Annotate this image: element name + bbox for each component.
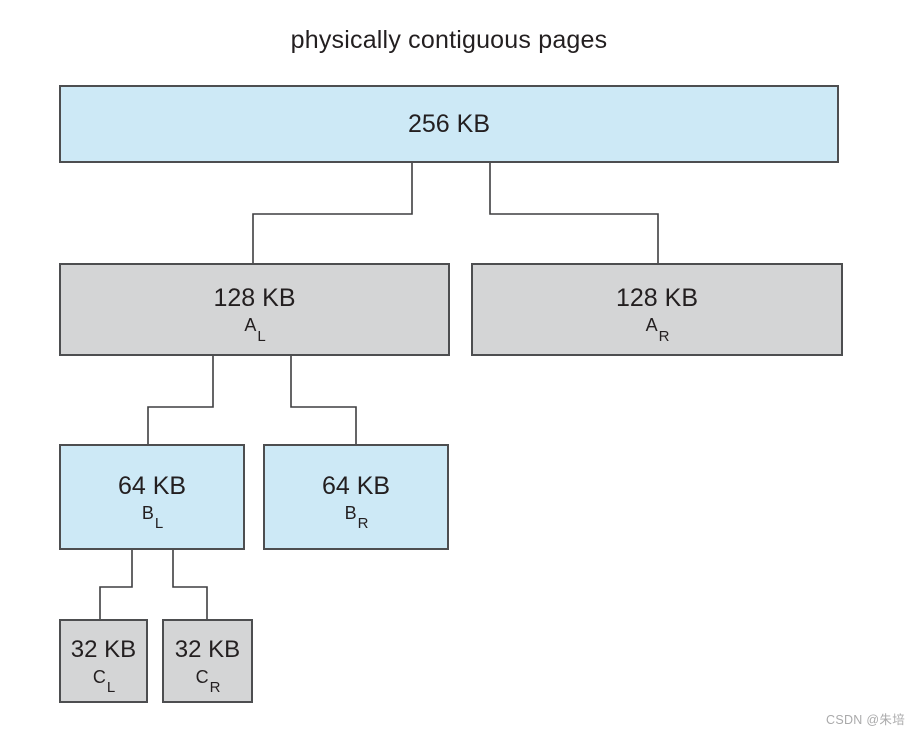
connector-al-to-br [290, 356, 357, 444]
node-tag-label: AR [645, 315, 670, 345]
node-128kb-al: 128 KB AL [59, 263, 450, 356]
node-tag-label: AL [244, 315, 266, 345]
node-tag-label: BR [344, 502, 369, 533]
node-tag-label: CR [195, 666, 221, 697]
node-size-label: 64 KB [321, 471, 391, 500]
node-128kb-ar: 128 KB AR [471, 263, 843, 356]
node-size-label: 64 KB [117, 471, 187, 500]
node-size-label: 128 KB [615, 284, 698, 312]
connector-al-to-bl [147, 356, 214, 444]
node-tag-label: CL [92, 666, 116, 697]
node-size-label: 32 KB [70, 635, 137, 663]
connector-root-to-al [252, 163, 413, 263]
node-64kb-bl: 64 KB BL [59, 444, 245, 550]
node-32kb-cl: 32 KB CL [59, 619, 148, 703]
watermark: CSDN @朱培 [826, 713, 905, 727]
node-64kb-br: 64 KB BR [263, 444, 449, 550]
connector-bl-to-cr [172, 550, 208, 619]
connector-bl-to-cl [99, 550, 133, 619]
node-256kb: 256 KB [59, 85, 839, 163]
diagram-title: physically contiguous pages [290, 26, 608, 54]
node-size-label: 256 KB [407, 110, 490, 138]
node-size-label: 128 KB [213, 284, 296, 312]
node-size-label: 32 KB [174, 635, 241, 663]
node-tag-label: BL [141, 502, 164, 533]
connector-root-to-ar [489, 163, 659, 263]
node-32kb-cr: 32 KB CR [162, 619, 253, 703]
